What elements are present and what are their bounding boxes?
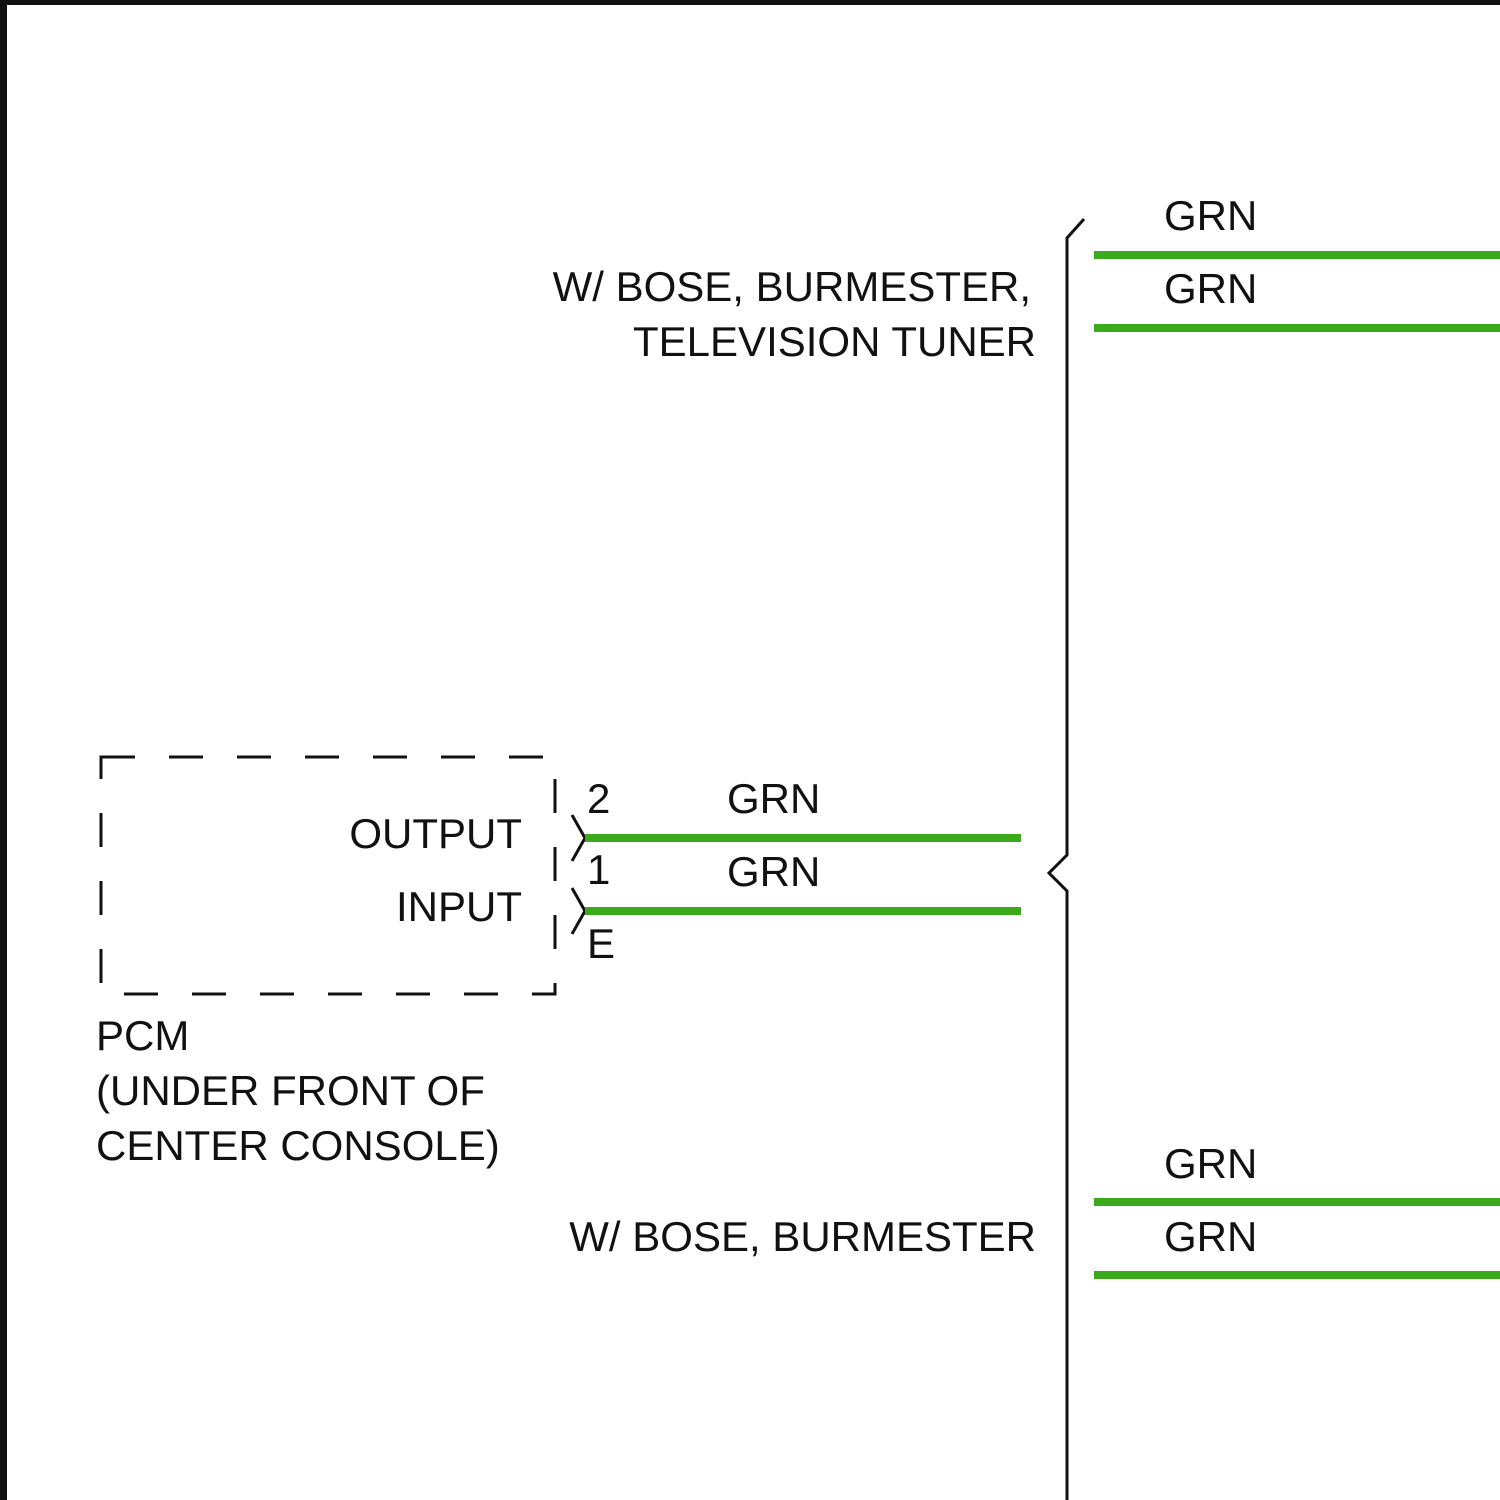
connector-pin-input-symbol [572,888,585,934]
connector-pin-output-symbol [572,815,585,861]
pcm-name: PCM [96,1012,189,1059]
pin-number-output: 2 [587,775,610,822]
wire-color-label: GRN [1164,1140,1257,1187]
wire-color-label: GRN [1164,192,1257,239]
option-brace [1049,219,1084,1500]
option-label-top-line1: W/ BOSE, BURMESTER, [553,263,1031,310]
wire-color-label: GRN [727,775,820,822]
pcm-location-line1: (UNDER FRONT OF [96,1067,485,1114]
wire-color-label: GRN [1164,1213,1257,1260]
pcm-output-label: OUTPUT [349,810,522,857]
connector-id-label: E [587,920,615,967]
wire-color-label: GRN [727,848,820,895]
pin-number-input: 1 [587,846,610,893]
option-label-top-line2: TELEVISION TUNER [633,318,1036,365]
pcm-location-line2: CENTER CONSOLE) [96,1122,500,1169]
option-label-bottom: W/ BOSE, BURMESTER [569,1213,1036,1260]
pcm-component-box [101,757,555,994]
wire-color-label: GRN [1164,265,1257,312]
pcm-input-label: INPUT [396,883,522,930]
